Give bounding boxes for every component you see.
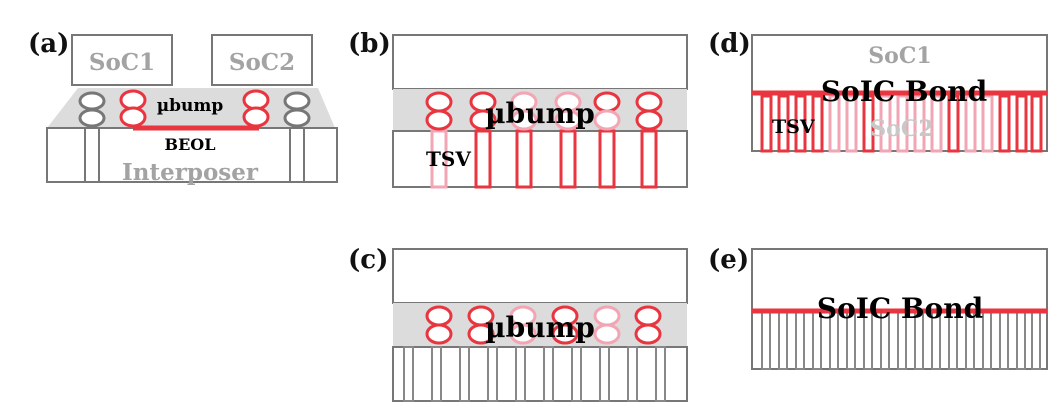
panel-d-tsv — [896, 94, 909, 153]
panel-d-bond-label: SoIC Bond — [821, 75, 987, 108]
panel-c-via — [431, 346, 442, 402]
panel-a-chip-soc1 — [71, 34, 173, 86]
panel-d-tsv — [760, 94, 773, 153]
panel-d-soc2-label: SoC2 — [870, 116, 933, 142]
panel-e-via — [778, 310, 788, 370]
panel-b-top-die — [392, 34, 688, 90]
panel-c-via — [459, 346, 470, 402]
panel-d-tsv — [947, 94, 960, 153]
panel-a-bump — [242, 89, 270, 111]
panel-d-tsv — [1015, 94, 1028, 153]
panel-d-tsv — [794, 94, 807, 153]
panel-b-tsv — [598, 129, 616, 189]
panel-c-bump — [425, 323, 453, 345]
panel-c-bump — [467, 323, 495, 345]
panel-b-tsv — [474, 129, 492, 189]
panel-b-bump — [425, 109, 453, 131]
panel-c-bump — [425, 305, 453, 327]
panel-a-chip-soc2 — [211, 34, 313, 86]
panel-a-bump — [283, 91, 311, 111]
panel-b-bump — [593, 109, 621, 131]
panel-d-letter: (d) — [708, 29, 751, 59]
panel-b-bump — [469, 109, 497, 131]
panel-d-tsv — [930, 94, 943, 153]
panel-a-soc1-label: SoC1 — [89, 49, 155, 76]
panel-a-bump — [242, 106, 270, 128]
panel-a-tsv-left — [84, 127, 100, 183]
panel-b-bump — [510, 109, 538, 131]
panel-c-bump — [593, 305, 621, 327]
panel-c-via — [655, 346, 666, 402]
panel-c-bump — [634, 305, 662, 327]
panel-d-tsv — [811, 94, 824, 153]
panel-a-ubump-label: µbump — [157, 96, 224, 116]
panel-d: (d) SoC1 SoC2 SoIC Bond TSV — [708, 29, 1048, 153]
panel-a-beol-label: BEOL — [165, 135, 216, 154]
panel-a-letter: (a) — [28, 29, 69, 59]
panel-b-bump — [635, 91, 663, 113]
panel-c-bump — [509, 323, 537, 345]
panel-d-tsv — [777, 94, 790, 153]
panel-d-tsv — [913, 94, 926, 153]
panel-a-bump — [119, 106, 147, 128]
panel-e-via — [1031, 310, 1041, 370]
panel-c-via — [403, 346, 414, 402]
panel-e-bond-label: SoIC Bond — [817, 292, 983, 325]
panel-c-via — [599, 346, 610, 402]
panel-c-bump — [593, 323, 621, 345]
panel-a-bump — [78, 108, 106, 128]
panel-c-letter: (c) — [348, 245, 388, 275]
panel-b-tsv — [515, 129, 533, 189]
panel-d-tsv — [845, 94, 858, 153]
panel-c-via — [627, 346, 638, 402]
panel-e-via — [1016, 310, 1026, 370]
panel-c-via — [543, 346, 554, 402]
panel-d-tsv — [828, 94, 841, 153]
panel-e-letter: (e) — [708, 245, 749, 275]
panel-c-bump — [551, 323, 579, 345]
panel-c-via — [487, 346, 498, 402]
panel-d-tsv — [1030, 94, 1043, 153]
panel-e-via — [999, 310, 1009, 370]
panel-e-via — [761, 310, 771, 370]
panel-b-letter: (b) — [348, 29, 391, 59]
panel-c-via — [515, 346, 526, 402]
panel-b-bump — [593, 91, 621, 113]
panel-b-tsv — [430, 129, 448, 189]
panel-a-soc2-label: SoC2 — [229, 49, 295, 76]
panel-d-tsv — [964, 94, 977, 153]
panel-b-tsv — [640, 129, 658, 189]
panel-b-bump — [425, 91, 453, 113]
panel-a-bump — [78, 91, 106, 111]
panel-e-via — [982, 310, 992, 370]
panel-b-tsv — [559, 129, 577, 189]
panel-d-tsv — [879, 94, 892, 153]
panel-d-tsv — [981, 94, 994, 153]
panel-b-ubump-label: µbump — [485, 97, 595, 130]
panel-e: (e) SoIC Bond — [708, 245, 1048, 370]
panel-d-tsv — [998, 94, 1011, 153]
panel-b-bump — [635, 109, 663, 131]
panel-d-tsv-label: TSV — [772, 116, 816, 138]
panel-c-ubump-label: µbump — [485, 311, 595, 344]
panel-b-bump — [554, 109, 582, 131]
panel-d-soc1-label: SoC1 — [868, 43, 931, 69]
panel-c-bump — [634, 323, 662, 345]
panel-e-via — [795, 310, 805, 370]
panel-a-interposer-label: Interposer — [122, 159, 259, 186]
panel-a-bump — [283, 108, 311, 128]
panel-a-tsv-right — [289, 127, 305, 183]
panel-e-top-die — [751, 248, 1048, 312]
panel-b-tsv-label: TSV — [426, 147, 471, 171]
panel-a-bump — [119, 89, 147, 111]
panel-c-top-die — [392, 248, 688, 304]
panel-c-via — [571, 346, 582, 402]
panel-a: (a) SoC1 SoC2 Interposer µbump BEOL — [28, 29, 338, 186]
panel-d-soc1-die — [751, 34, 1048, 94]
panel-d-tsv — [862, 94, 875, 153]
panel-c: (c) — [348, 245, 688, 402]
panel-b: (b) µbump TSV — [348, 29, 688, 189]
